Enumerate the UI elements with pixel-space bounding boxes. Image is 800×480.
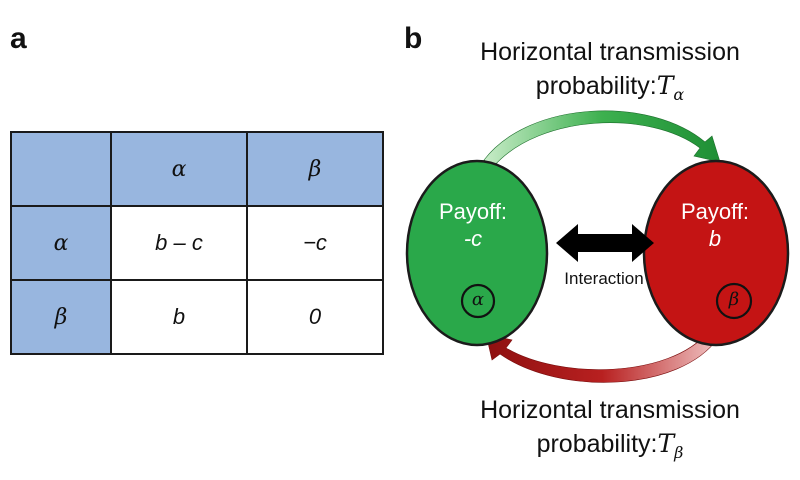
bottom-caption-prefix: probability: [536,430,658,458]
alpha-payoff-text: Payoff: -c [418,198,528,252]
beta-payoff-text: Payoff: b [660,198,770,252]
payoff-cell-beta-alpha: b [110,279,248,355]
bottom-caption-subscript: β [674,443,684,462]
green-transmission-arrow [483,110,721,167]
payoff-cell-alpha-alpha: b – c [110,205,248,281]
payoff-cell-alpha-beta: −c [246,205,384,281]
payoff-table: α β α b – c −c β b 0 [10,131,384,355]
top-caption-line1: Horizontal transmission [480,38,740,66]
top-caption-symbol: T [656,71,674,100]
bottom-caption-line1: Horizontal transmission [480,396,740,424]
alpha-payoff-label: Payoff: [438,199,508,224]
alpha-type-circle [460,283,496,319]
alpha-node [405,159,549,347]
top-caption-prefix: probability: [535,72,657,100]
top-caption-line2: probability:Tα [445,69,775,111]
top-caption-subscript: α [673,85,685,104]
top-transmission-caption: Horizontal transmission probability:Tα [445,36,775,111]
payoff-table-col-header-beta: β [246,131,384,207]
beta-payoff-label: Payoff: [680,199,750,224]
alpha-payoff-value: -c [463,226,483,251]
payoff-table-row-header-beta: β [10,279,112,355]
red-transmission-arrow [485,331,719,383]
payoff-table-corner-cell [10,131,112,207]
payoff-table-row-header-alpha: α [10,205,112,281]
payoff-table-col-header-alpha: α [110,131,248,207]
interaction-label: Interaction [564,269,644,288]
payoff-table-row-alpha: α b – c −c [10,205,384,281]
payoff-table-row-beta: β b 0 [10,279,384,355]
interaction-arrow [556,224,654,262]
beta-payoff-value: b [708,226,722,251]
panel-b-label: b [404,22,423,55]
bottom-caption-line2: probability:Tβ [445,427,775,469]
beta-node [642,159,790,347]
beta-type-circle [715,282,753,320]
beta-type-symbol: β [728,289,740,310]
alpha-type-symbol: α [471,289,485,310]
bottom-caption-symbol: T [657,429,675,458]
payoff-cell-beta-beta: 0 [246,279,384,355]
payoff-table-header-row: α β [10,131,384,207]
panel-a-label: a [10,22,27,55]
bottom-transmission-caption: Horizontal transmission probability:Tβ [445,394,775,469]
